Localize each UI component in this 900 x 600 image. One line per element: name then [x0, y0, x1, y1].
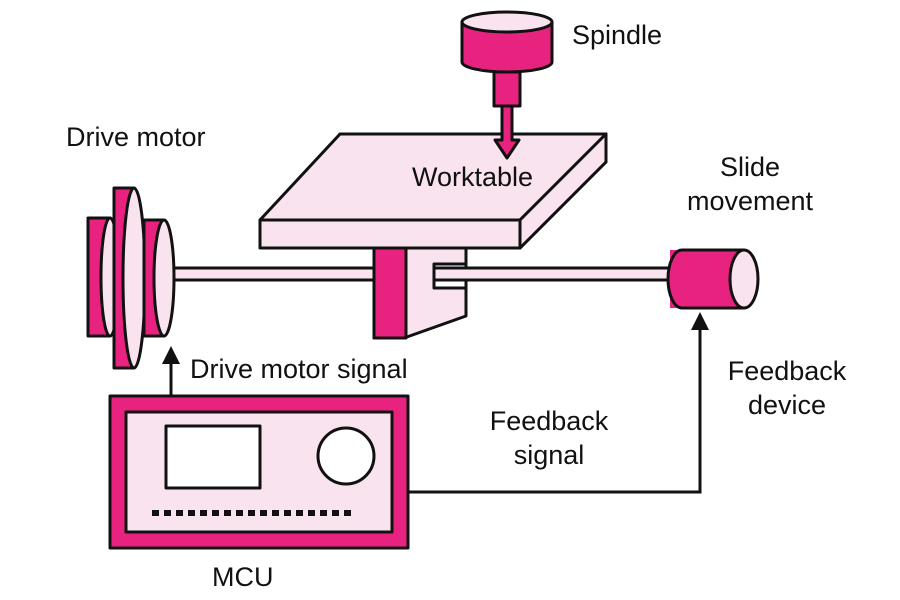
worktable-label: Worktable	[412, 162, 534, 192]
feedback-device-label: Feedback device	[712, 354, 862, 422]
feedback-signal-label-line1: Feedback	[489, 406, 609, 436]
mcu-display	[164, 424, 262, 490]
mcu	[108, 394, 410, 550]
slide-movement-label-line2: movement	[686, 186, 814, 216]
drive-motor	[86, 186, 176, 370]
mcu-label: MCU	[212, 562, 274, 592]
feedback-device	[666, 248, 760, 310]
slide-movement-label-line1: Slide	[719, 152, 781, 182]
feedback-signal-line	[408, 312, 709, 494]
drive-motor-signal-arrow	[162, 346, 180, 396]
mcu-button-row	[152, 510, 351, 516]
slide-block	[372, 246, 682, 340]
drive-motor-pulley	[86, 216, 121, 338]
feedback-signal-label: Feedback signal	[474, 404, 624, 472]
spindle	[460, 10, 554, 160]
drive-motor-pulley	[142, 218, 176, 338]
mcu-knob	[316, 426, 376, 486]
slide-movement-label: Slide movement	[672, 150, 828, 218]
feedback-device-label-line2: device	[747, 390, 827, 420]
feedback-device-label-line1: Feedback	[727, 356, 847, 386]
worktable	[258, 132, 608, 250]
spindle-label: Spindle	[572, 20, 663, 50]
drive-motor-pulley	[112, 186, 147, 370]
feedback-signal-label-line2: signal	[513, 440, 585, 470]
drive-motor-label: Drive motor	[66, 122, 206, 152]
drive-motor-signal-label: Drive motor signal	[190, 354, 408, 384]
